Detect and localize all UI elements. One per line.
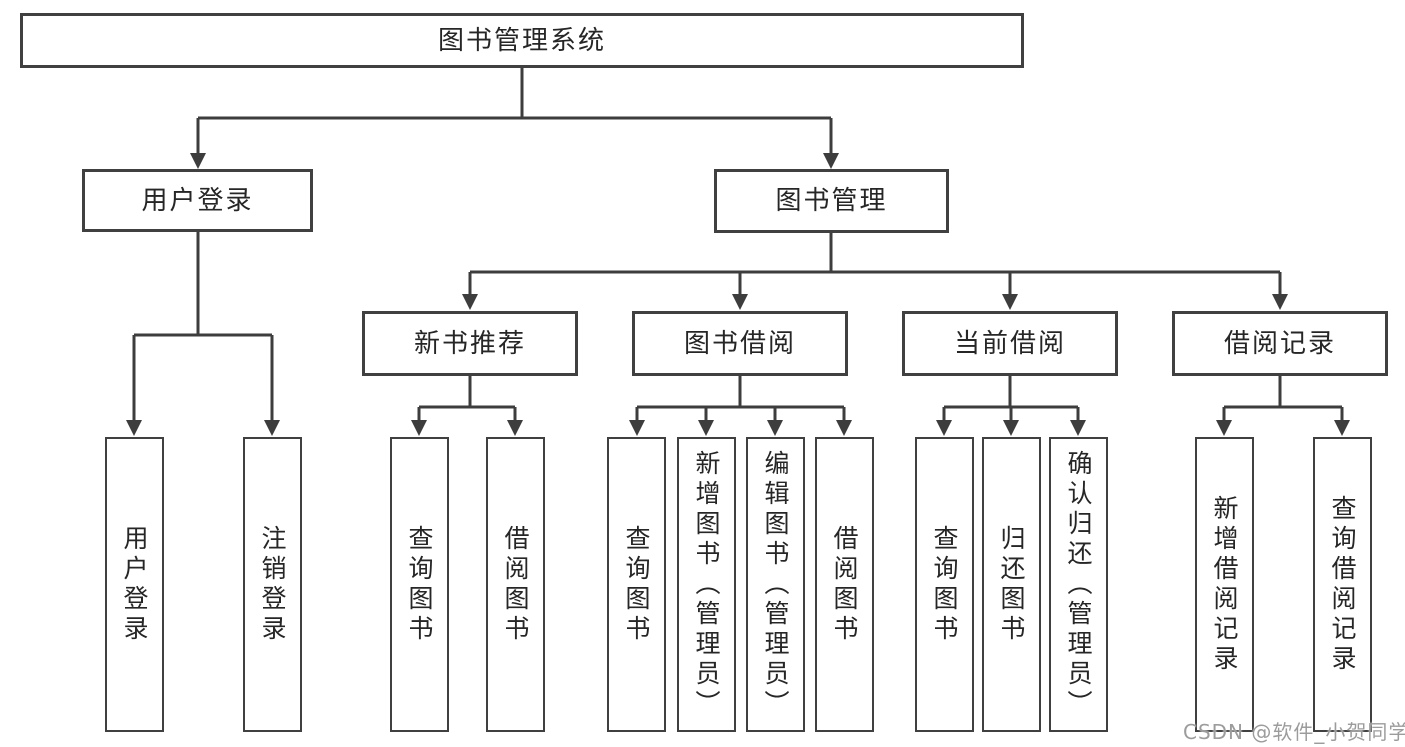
connector-root — [190, 68, 839, 169]
node-new-book-recommendation: 新书推荐 — [362, 311, 578, 376]
connector-new-book-recommendation — [411, 376, 523, 436]
leaf-edit-books-admin: 编辑图书（管理员） — [746, 437, 805, 732]
leaf-borrow-books-borrowing: 借阅图书 — [815, 437, 874, 732]
leaf-confirm-return-admin: 确认归还（管理员） — [1049, 437, 1108, 732]
node-user-login: 用户登录 — [82, 169, 313, 232]
node-root: 图书管理系统 — [20, 13, 1024, 68]
leaf-query-books-borrowing: 查询图书 — [607, 437, 666, 732]
connector-current-borrowing — [936, 376, 1086, 436]
leaf-add-borrow-record: 新增借阅记录 — [1195, 437, 1254, 732]
leaf-logout: 注销登录 — [243, 437, 302, 732]
node-current-borrowing: 当前借阅 — [902, 311, 1118, 376]
leaf-query-books-current: 查询图书 — [915, 437, 974, 732]
node-book-management: 图书管理 — [714, 169, 949, 233]
leaf-user-login: 用户登录 — [105, 437, 164, 732]
leaf-add-books-admin: 新增图书（管理员） — [677, 437, 736, 732]
csdn-watermark: CSDN @软件_小贺同学 — [1183, 720, 1405, 744]
node-borrowing-records: 借阅记录 — [1172, 311, 1388, 376]
connector-book-borrowing — [629, 376, 852, 436]
leaf-query-books-recommend: 查询图书 — [390, 437, 449, 732]
leaf-query-borrow-record: 查询借阅记录 — [1313, 437, 1372, 732]
leaf-return-books: 归还图书 — [982, 437, 1041, 732]
connector-user-login — [126, 232, 280, 436]
leaf-borrow-books-recommend: 借阅图书 — [486, 437, 545, 732]
node-book-borrowing: 图书借阅 — [632, 311, 848, 376]
connector-book-management — [462, 233, 1288, 310]
connector-borrowing-records — [1216, 376, 1350, 436]
